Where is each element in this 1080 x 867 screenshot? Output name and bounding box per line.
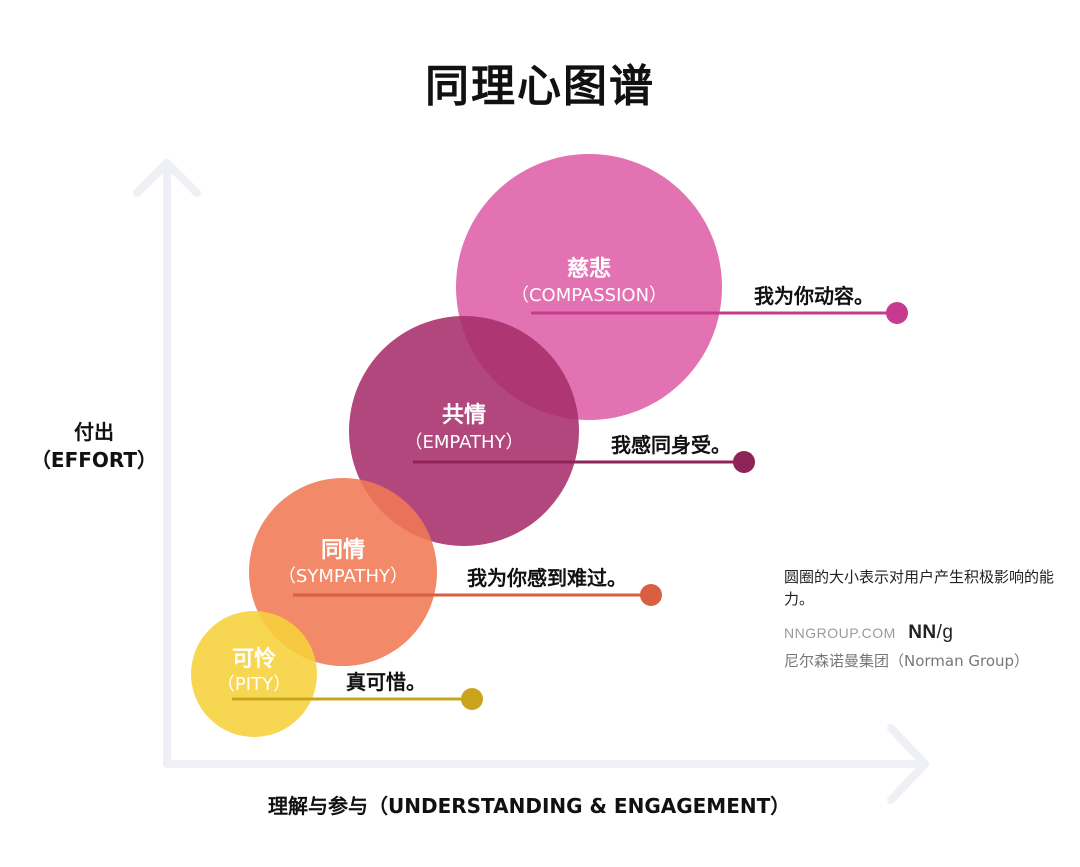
- label-sympathy-cn: 同情: [321, 537, 365, 563]
- nng-logo: NN/g: [908, 622, 953, 643]
- label-empathy-en: （EMPATHY）: [404, 432, 523, 453]
- legend-note: 圆圈的大小表示对用户产生积极影响的能力。: [784, 568, 1055, 608]
- brand-site: NNGROUP.COM: [784, 625, 896, 641]
- callout-dot-empathy: [733, 451, 755, 473]
- callout-dot-sympathy: [640, 584, 662, 606]
- circle-pity: [191, 611, 317, 737]
- label-pity-en: （PITY）: [217, 674, 291, 695]
- y-axis-label: 付出 （EFFORT）: [24, 418, 164, 474]
- phrase-empathy: 我感同身受。: [611, 433, 731, 457]
- x-axis-arrow: [887, 724, 929, 804]
- circle-sympathy: [249, 478, 437, 666]
- label-sympathy-en: （SYMPATHY）: [278, 566, 408, 587]
- circle-empathy: [349, 316, 579, 546]
- phrase-pity: 真可惜。: [346, 670, 426, 694]
- axes: [133, 159, 929, 804]
- callout-dot-compassion: [886, 302, 908, 324]
- y-axis-label-en: （EFFORT）: [30, 448, 158, 472]
- brand-line: NNGROUP.COM NN/g: [784, 622, 954, 644]
- callout-dot-pity: [461, 688, 483, 710]
- y-axis-arrow: [133, 159, 201, 197]
- y-axis-label-cn: 付出: [74, 420, 114, 444]
- page-title: 同理心图谱: [425, 61, 655, 112]
- x-axis-label: 理解与参与（UNDERSTANDING & ENGAGEMENT）: [268, 794, 791, 818]
- phrase-compassion: 我为你动容。: [754, 284, 874, 308]
- phrase-sympathy: 我为你感到难过。: [467, 566, 627, 590]
- brand-org: 尼尔森诺曼集团（Norman Group）: [784, 652, 1030, 670]
- label-empathy-cn: 共情: [442, 402, 486, 428]
- nng-logo-bold: NN: [908, 622, 937, 643]
- label-compassion-en: （COMPASSION）: [511, 285, 667, 306]
- label-pity-cn: 可怜: [232, 646, 276, 672]
- nng-logo-rest: /g: [936, 622, 954, 643]
- label-compassion-cn: 慈悲: [567, 256, 611, 282]
